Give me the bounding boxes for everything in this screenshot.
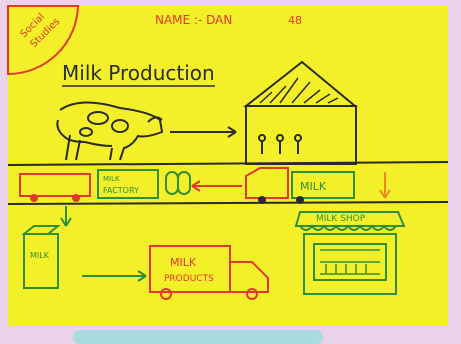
products-truck-label-line2: PRODUCTS: [164, 274, 214, 284]
road-line-1: [8, 162, 448, 165]
cow-icon: [57, 102, 162, 160]
milk-truck-label: MILK: [300, 180, 327, 193]
products-truck-label-line1: MILK: [170, 256, 197, 269]
barn-icon: [246, 62, 356, 164]
poster-title: Milk Production: [62, 61, 215, 85]
milk-shop-icon: [296, 212, 404, 294]
milk-factory-label-line1: MILK: [103, 175, 120, 183]
products-truck-icon: [150, 246, 268, 299]
milk-factory-label-line2: FACTORY: [103, 186, 139, 195]
milk-shop-label: MILK SHOP: [316, 214, 366, 224]
small-truck-icon: [20, 174, 90, 202]
road-line-2: [8, 202, 448, 204]
factory-tanks-icon: [166, 172, 190, 194]
bottom-pill: [73, 330, 323, 344]
roll-number: 48: [288, 14, 302, 27]
name-label: NAME :- DAN: [155, 13, 232, 27]
milk-carton-label: MILK: [30, 251, 50, 260]
